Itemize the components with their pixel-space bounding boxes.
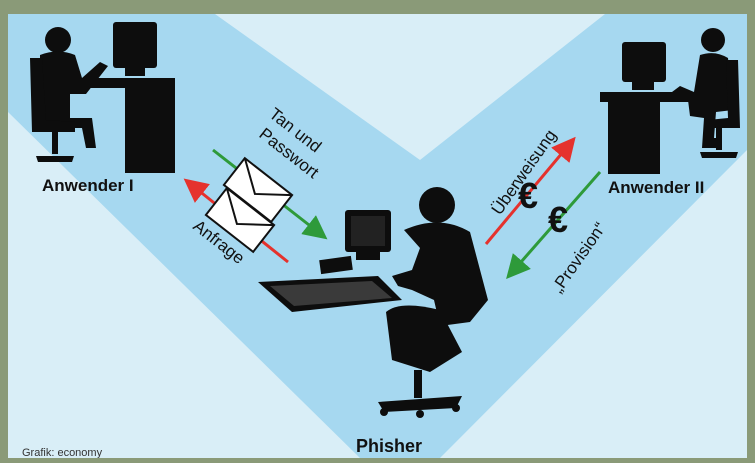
credit-label: Grafik: economy [22,447,103,458]
user1-label: Anwender I [42,176,134,195]
euro-icon: € [548,199,568,240]
user2-label: Anwender II [608,178,704,197]
phisher-label: Phisher [356,436,422,456]
